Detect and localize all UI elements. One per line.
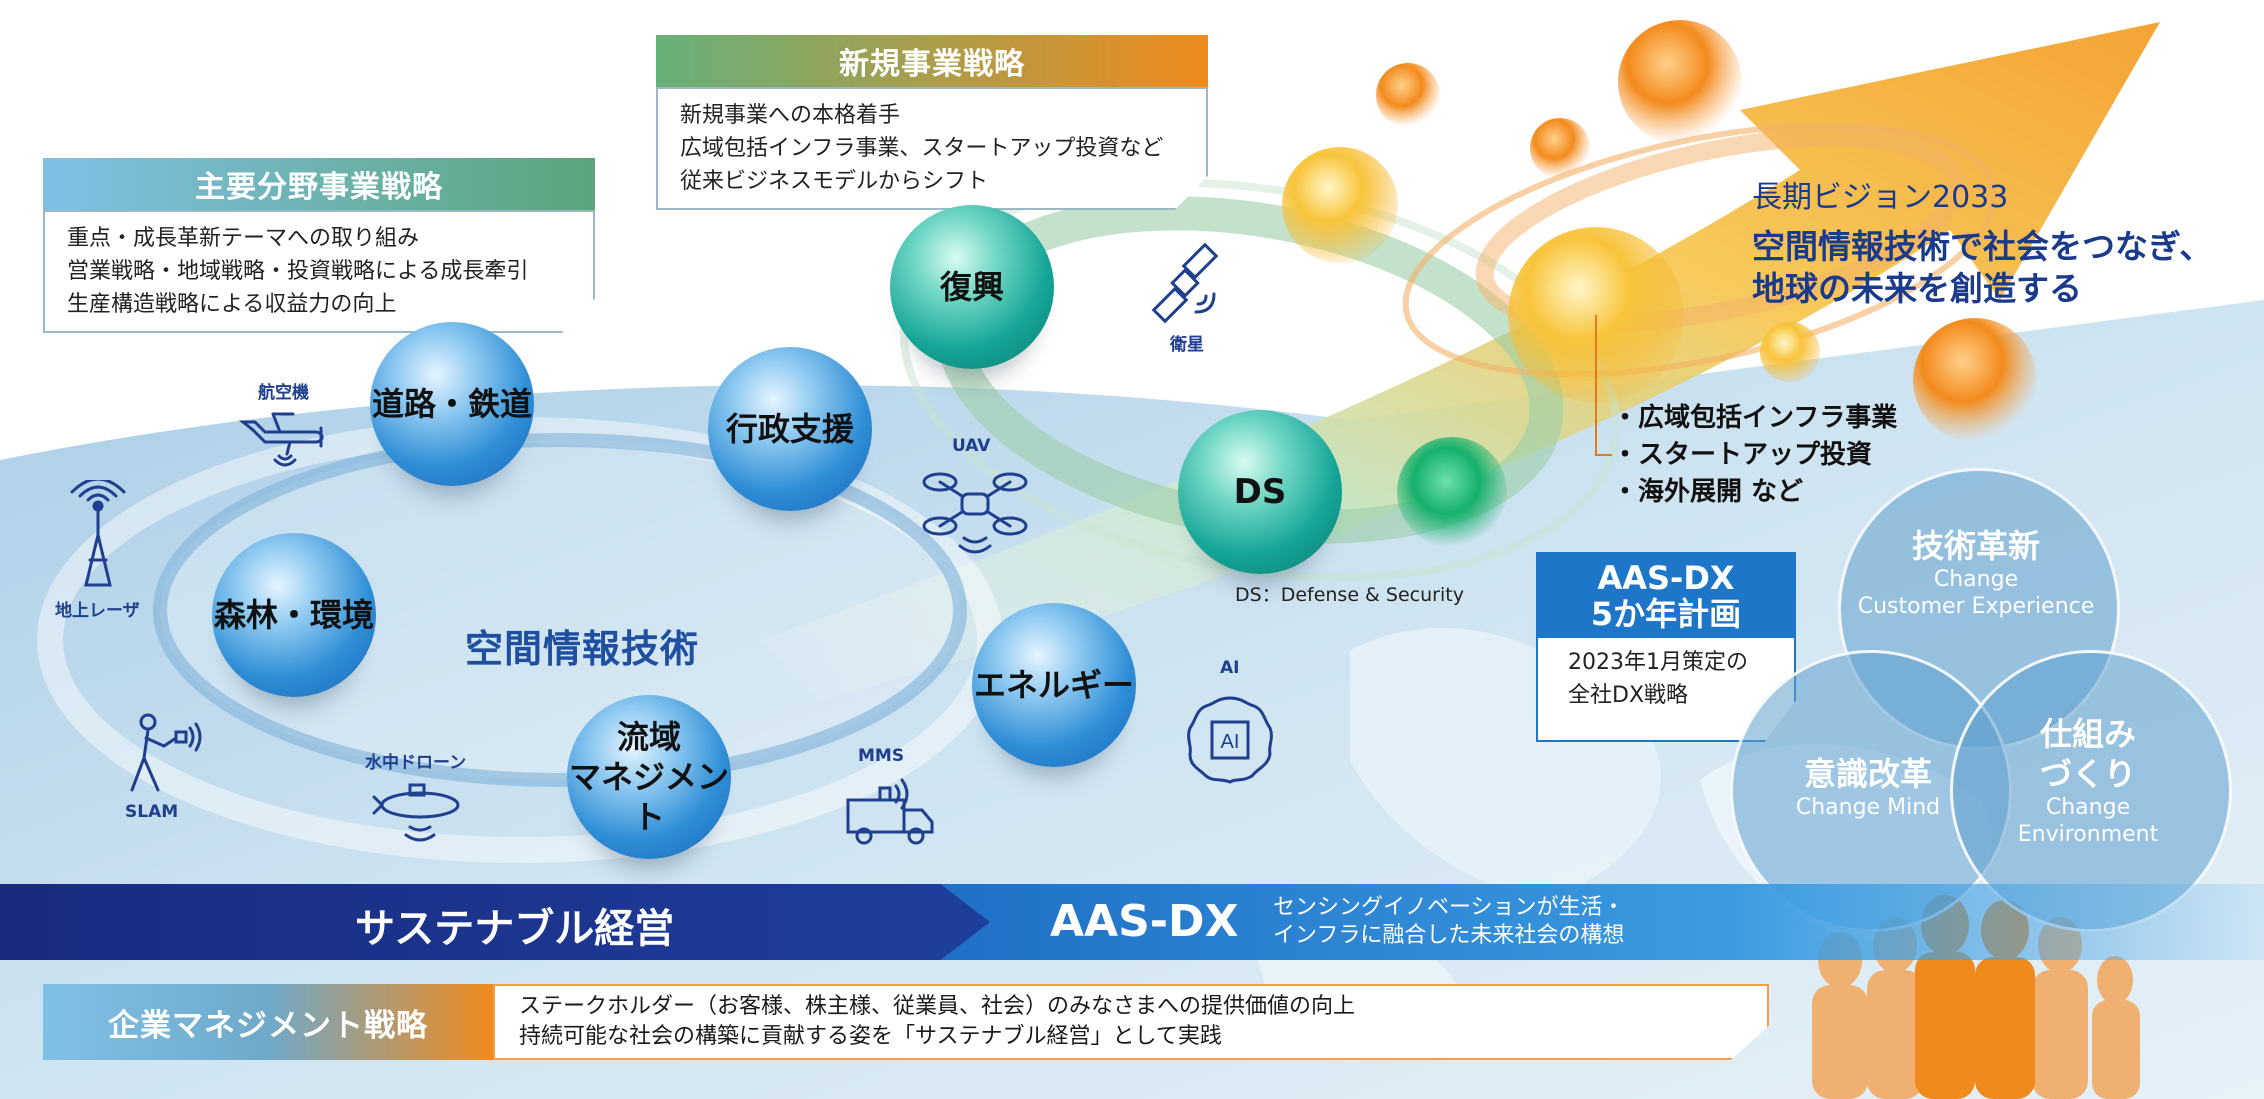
venn-tech-jp: 技術革新	[1911, 527, 2040, 565]
vision-bullet: ・広域包括インフラ事業	[1612, 403, 1898, 433]
sphere-road-railway: 道路・鉄道	[370, 322, 534, 486]
ds-note: DS：Defense & Security	[1235, 584, 1464, 606]
venn-mind-jp: 意識改革	[1803, 755, 1932, 793]
main-strategy-line: 重点・成長革新テーマへの取り組み	[67, 226, 420, 251]
ai-chip-icon: AI	[1187, 696, 1273, 784]
aasdx-description-line: インフラに融合した未来社会の構想	[1273, 923, 1625, 948]
venn-env-text: 仕組み づくり Change Environment	[1950, 714, 2226, 848]
uav-label: UAV	[952, 436, 991, 456]
new-business-line: 広域包括インフラ事業、スタートアップ投資など	[680, 136, 1164, 161]
sphere-label: 復興	[939, 268, 1004, 306]
center-label: 空間情報技術	[465, 627, 700, 671]
aasdx-plan-text: 全社DX戦略	[1568, 683, 1689, 708]
aasdx-plan-text: 2023年1月策定の	[1568, 650, 1748, 675]
sphere-ds: DS	[1178, 410, 1342, 574]
venn-tech-en: Customer Experience	[1857, 594, 2095, 619]
sphere-basin-management: 流域 マネジメント	[567, 695, 731, 859]
venn-mind-text: 意識改革 Change Mind	[1730, 754, 2006, 821]
drone-icon	[922, 472, 1028, 554]
main-strategy-line: 生産構造戦略による収益力の向上	[67, 292, 397, 317]
sphere-label: 行政支援	[725, 410, 854, 448]
sphere-label: DS	[1233, 472, 1287, 512]
sphere-administrative-support: 行政支援	[708, 347, 872, 511]
submarine-icon	[372, 783, 460, 842]
aasdx-plan-header: AAS-DX 5か年計画	[1538, 554, 1794, 638]
aasdx-plan-title: AAS-DX	[1597, 559, 1735, 597]
main-strategy-box: 重点・成長革新テーマへの取り組み 営業戦略・地域戦略・投資戦略による成長牽引 生…	[43, 210, 595, 333]
sphere-label: 道路・鉄道	[371, 385, 532, 423]
sustainable-management-label: サステナブル経営	[355, 906, 675, 952]
aircraft-label: 航空機	[258, 383, 309, 403]
vision-bullet: ・海外展開 など	[1612, 477, 1804, 507]
svg-text:AI: AI	[1221, 731, 1240, 753]
venn-mind-en: Change Mind	[1795, 795, 1941, 820]
new-business-box: 新規事業への本格着手 広域包括インフラ事業、スタートアップ投資など 従来ビジネス…	[656, 87, 1208, 210]
new-business-title: 新規事業戦略	[656, 35, 1208, 87]
sphere-forest-environment: 森林・環境	[212, 533, 376, 697]
antenna-tower-icon	[70, 480, 126, 587]
sphere-recovery: 復興	[890, 205, 1054, 369]
aasdx-description-line: センシングイノベーションが生活・	[1273, 895, 1625, 920]
aasdx-plan-body: 2023年1月策定の 全社DX戦略	[1538, 638, 1794, 720]
ai-label: AI	[1220, 658, 1240, 678]
corporate-strategy-line: 持続可能な社会の構築に貢献する姿を「サステナブル経営」として実践	[519, 1024, 1222, 1049]
corporate-strategy-box: ステークホルダー（お客様、株主様、従業員、社会）のみなさまへの提供価値の向上 持…	[493, 984, 1769, 1060]
venn-env-en: Environment	[2017, 822, 2159, 847]
main-strategy-line: 営業戦略・地域戦略・投資戦略による成長牽引	[67, 259, 529, 284]
walking-person-scanner-icon	[130, 713, 202, 792]
main-strategy-title: 主要分野事業戦略	[43, 158, 595, 210]
venn-env-en: Change	[2045, 795, 2131, 820]
band-sustainable	[0, 884, 990, 960]
new-business-line: 新規事業への本格着手	[680, 103, 901, 128]
mms-label: MMS	[858, 746, 905, 766]
sphere-energy: エネルギー	[972, 603, 1136, 767]
slam-label: SLAM	[125, 802, 179, 822]
satellite-icon	[1151, 242, 1219, 324]
aasdx-description: センシングイノベーションが生活・ インフラに融合した未来社会の構想	[1273, 894, 1625, 950]
sphere-label: マネジメント	[568, 758, 729, 836]
corporate-strategy-title: 企業マネジメント戦略	[43, 984, 493, 1060]
venn-env-jp: づくり	[2039, 755, 2136, 793]
satellite-label: 衛星	[1170, 335, 1204, 355]
ground-laser-label: 地上レーザ	[55, 601, 140, 621]
airplane-icon	[238, 412, 324, 467]
band-aasdx	[940, 884, 2264, 960]
venn-env-jp: 仕組み	[2039, 715, 2136, 753]
aasdx-label: AAS-DX	[1050, 896, 1239, 947]
mapping-vehicle-icon	[846, 778, 934, 845]
vision-subtitle: 長期ビジョン2033	[1752, 180, 2009, 215]
underwater-drone-label: 水中ドローン	[365, 753, 467, 773]
corporate-strategy-line: ステークホルダー（お客様、株主様、従業員、社会）のみなさまへの提供価値の向上	[519, 994, 1356, 1019]
sphere-label: 流域	[616, 718, 681, 756]
new-business-line: 従来ビジネスモデルからシフト	[680, 169, 989, 194]
vision-bullets: ・広域包括インフラ事業 ・スタートアップ投資 ・海外展開 など	[1612, 400, 1897, 511]
vision-headline-line2: 地球の未来を創造する	[1752, 269, 2082, 308]
venn-tech-text: 技術革新 Change Customer Experience	[1838, 526, 2114, 620]
aasdx-plan-title: 5か年計画	[1590, 595, 1742, 633]
vision-headline-line1: 空間情報技術で社会をつなぎ、	[1752, 227, 2213, 266]
sphere-label: 森林・環境	[213, 596, 374, 634]
aasdx-plan-box: AAS-DX 5か年計画 2023年1月策定の 全社DX戦略	[1536, 552, 1796, 742]
venn-tech-en: Change	[1933, 567, 2019, 592]
sphere-label: エネルギー	[973, 666, 1134, 704]
vision-bullet: ・スタートアップ投資	[1612, 440, 1873, 470]
